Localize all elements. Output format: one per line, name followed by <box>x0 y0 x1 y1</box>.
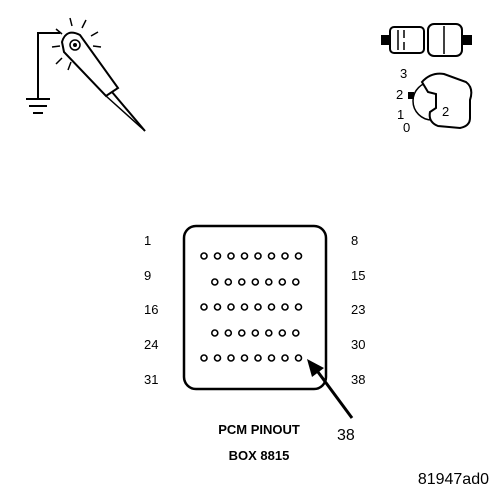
connector-pin-17 <box>213 303 222 311</box>
key-position-1: 1 <box>397 107 404 122</box>
connector-pin-22 <box>281 303 289 311</box>
ignition-key-icon: 3 2 1 0 2 <box>396 66 473 135</box>
callout-pin-label: 38 <box>337 427 355 444</box>
connector-pin-31 <box>200 354 208 362</box>
connector-pin-5 <box>254 252 262 260</box>
callout-arrow <box>307 359 354 419</box>
pin-label-left-5: 31 <box>144 372 158 387</box>
connector-pin-36 <box>267 354 276 362</box>
connector-pin-38 <box>294 354 303 362</box>
connector-plug-icon <box>381 23 472 57</box>
connector-pin-10 <box>224 278 233 286</box>
connector-pin-32 <box>213 354 222 362</box>
connector-pin-23 <box>294 303 303 311</box>
connector-pin-13 <box>264 278 273 286</box>
connector-pin-19 <box>240 303 249 311</box>
connector-pin-20 <box>254 303 262 311</box>
connector-pin-9 <box>211 278 219 286</box>
connector-pin-25 <box>224 329 233 337</box>
connector-pin-28 <box>264 329 273 337</box>
caption-subtitle: BOX 8815 <box>229 448 290 463</box>
connector-pin-26 <box>238 329 246 337</box>
connector-pin-30 <box>291 329 300 337</box>
connector-pin-24 <box>211 329 219 337</box>
connector-pin-18 <box>227 303 235 311</box>
connector-pin-34 <box>240 354 249 362</box>
key-position-2: 2 <box>396 87 403 102</box>
connector-pin-7 <box>281 252 289 260</box>
pin-label-right-4: 30 <box>351 337 365 352</box>
connector-pin-11 <box>238 278 246 286</box>
connector-pin-29 <box>278 329 287 337</box>
connector-pin-6 <box>267 252 276 260</box>
connector-pin-12 <box>251 278 260 286</box>
pin-label-left-1: 1 <box>144 233 151 248</box>
pin-label-left-2: 9 <box>144 268 151 283</box>
pin-label-left-4: 24 <box>144 337 158 352</box>
pin-label-left-3: 16 <box>144 302 158 317</box>
key-position-0: 0 <box>403 120 410 135</box>
connector-pin-37 <box>281 354 289 362</box>
pin-label-right-1: 8 <box>351 233 358 248</box>
connector-pin-14 <box>278 278 287 286</box>
connector-pin-33 <box>227 354 235 362</box>
connector-pin-4 <box>240 252 249 260</box>
pin-label-right-5: 38 <box>351 372 365 387</box>
connector-pin-35 <box>254 354 262 362</box>
connector-pin-27 <box>251 329 260 337</box>
connector-pin-16 <box>200 303 208 311</box>
selected-key-position: 2 <box>442 104 449 119</box>
caption-title: PCM PINOUT <box>218 422 300 437</box>
connector-pin-15 <box>291 278 300 286</box>
pin-label-right-2: 15 <box>351 268 365 283</box>
key-position-3: 3 <box>400 66 407 81</box>
connector-pin-8 <box>294 252 303 260</box>
connector-pin-1 <box>200 252 208 260</box>
connector-pin-3 <box>227 252 235 260</box>
test-light-icon <box>26 17 146 132</box>
connector-pins <box>200 252 303 362</box>
connector-pin-21 <box>267 303 276 311</box>
figure-id: 81947ad0 <box>418 471 489 488</box>
connector-pin-2 <box>213 252 222 260</box>
pin-label-right-3: 23 <box>351 302 365 317</box>
